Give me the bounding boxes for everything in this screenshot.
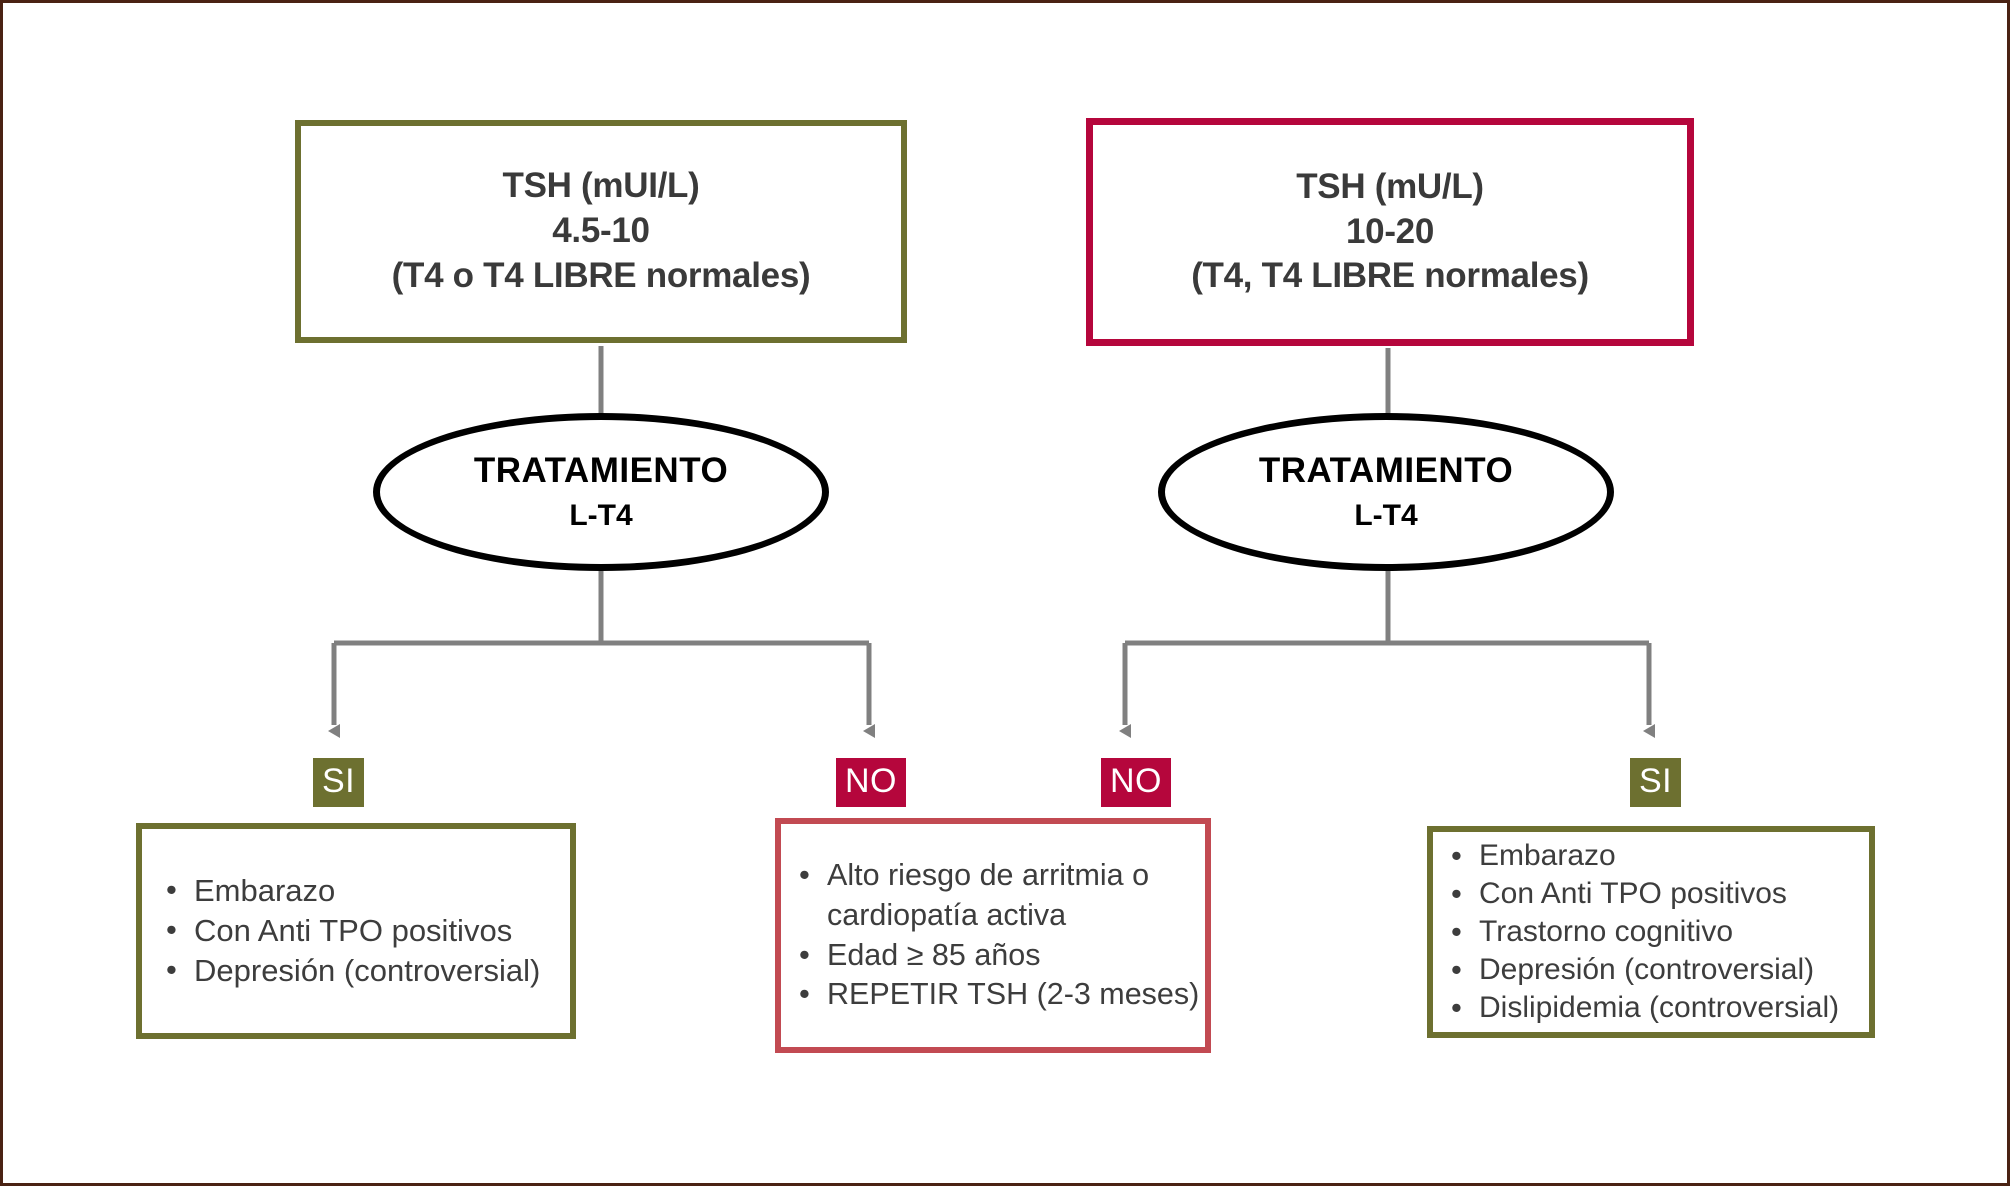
list-item: Con Anti TPO positivos	[1451, 874, 1869, 913]
list-item: Depresión (controversial)	[166, 950, 570, 991]
decision-right-title: TRATAMIENTO	[1258, 451, 1514, 490]
criterion-left-line1: TSH (mUI/L)	[502, 166, 700, 206]
outcome-box-left-si: EmbarazoCon Anti TPO positivosDepresión …	[136, 823, 576, 1039]
outcome-box-left-no: Alto riesgo de arritmia o cardiopatía ac…	[775, 818, 1211, 1053]
list-item: Embarazo	[166, 870, 570, 911]
badge-left-si: SI	[313, 758, 365, 807]
outcome-list-right-si: EmbarazoCon Anti TPO positivosTrastorno …	[1433, 836, 1869, 1028]
badge-right-si: SI	[1630, 758, 1682, 807]
outcome-list-left-si: EmbarazoCon Anti TPO positivosDepresión …	[142, 870, 570, 991]
criterion-left-line2: 4.5-10	[552, 211, 650, 251]
criterion-box-left: TSH (mUI/L) 4.5-10 (T4 o T4 LIBRE normal…	[295, 120, 907, 343]
decision-right-subtitle: L-T4	[1354, 499, 1418, 532]
outcome-list-left-no: Alto riesgo de arritmia o cardiopatía ac…	[781, 855, 1205, 1015]
decision-ellipse-right: TRATAMIENTO L-T4	[1158, 413, 1614, 571]
criterion-right-line1: TSH (mU/L)	[1296, 166, 1484, 206]
criterion-box-right: TSH (mU/L) 10-20 (T4, T4 LIBRE normales)	[1086, 118, 1694, 346]
list-item: Con Anti TPO positivos	[166, 910, 570, 951]
criterion-left-line3: (T4 o T4 LIBRE normales)	[391, 255, 811, 295]
list-item: Edad ≥ 85 años	[799, 935, 1205, 976]
list-item: Dislipidemia (controversial)	[1451, 988, 1869, 1027]
outcome-box-right-si: EmbarazoCon Anti TPO positivosTrastorno …	[1427, 826, 1875, 1038]
badge-left-no: NO	[836, 758, 906, 807]
list-item: REPETIR TSH (2-3 meses)	[799, 974, 1205, 1015]
list-item: Depresión (controversial)	[1451, 950, 1869, 989]
criterion-right-line2: 10-20	[1345, 211, 1435, 251]
badge-right-no: NO	[1101, 758, 1171, 807]
decision-ellipse-left: TRATAMIENTO L-T4	[373, 413, 829, 571]
decision-left-title: TRATAMIENTO	[473, 451, 729, 490]
list-item: Embarazo	[1451, 836, 1869, 875]
list-item: Trastorno cognitivo	[1451, 912, 1869, 951]
criterion-right-line3: (T4, T4 LIBRE normales)	[1191, 256, 1589, 296]
list-item: Alto riesgo de arritmia o cardiopatía ac…	[799, 855, 1205, 935]
decision-left-subtitle: L-T4	[569, 499, 633, 532]
